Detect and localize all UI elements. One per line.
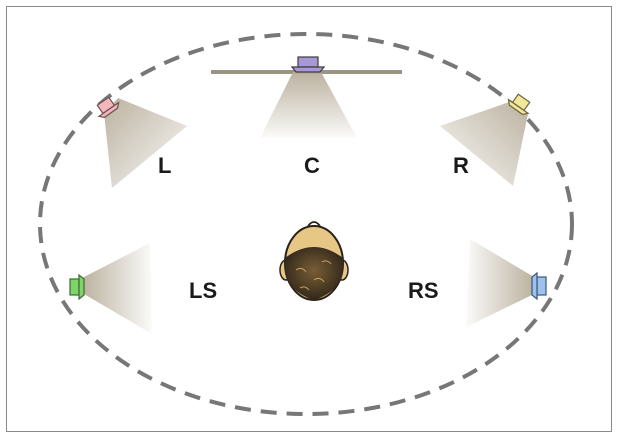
speaker-left-icon [96,96,120,118]
label-right-surround: RS [408,278,439,303]
label-right: R [453,153,469,178]
listening-circle [38,32,574,416]
beam-right-surround [466,239,534,327]
speaker-left-surround-icon [69,273,85,301]
speaker-right-icon [507,93,531,115]
beam-left [104,98,187,188]
speaker-center-icon [290,56,326,73]
label-left-surround: LS [189,278,217,303]
beam-left-surround [82,243,152,334]
label-left: L [158,153,171,178]
beam-right [440,100,528,186]
beam-center [260,72,357,138]
listener-head-icon [279,221,349,301]
speaker-right-surround-icon [531,271,547,301]
label-center: C [304,153,320,178]
